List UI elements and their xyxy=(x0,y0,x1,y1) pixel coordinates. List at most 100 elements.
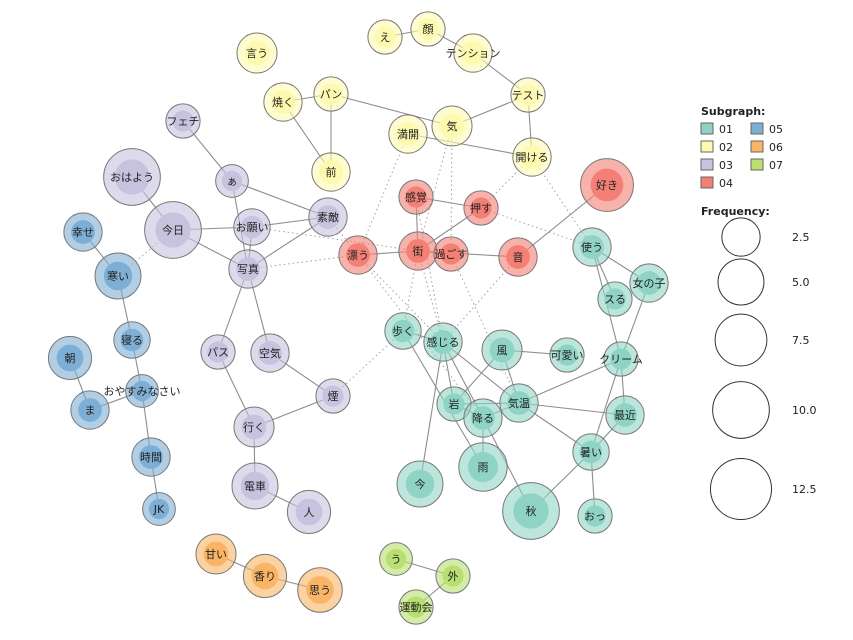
node-label: 写真 xyxy=(237,262,259,276)
node-hito[interactable]: 人 xyxy=(286,489,332,535)
node-kanjiru[interactable]: 感じる xyxy=(423,322,463,362)
node-label: 焼く xyxy=(272,96,294,109)
node-core xyxy=(148,498,170,520)
cross-edge-ki-sugosu xyxy=(450,125,453,255)
node-kawaii[interactable]: 可愛い xyxy=(549,337,585,373)
node-label: 行く xyxy=(243,421,265,434)
node-core xyxy=(391,319,415,343)
node-core xyxy=(580,235,604,259)
cross-edge-akeru-osu xyxy=(480,156,533,209)
node-aruku[interactable]: 歩く xyxy=(384,312,422,350)
node-oto[interactable]: 音 xyxy=(498,237,538,277)
node-tension[interactable]: テンション xyxy=(446,33,501,73)
node-pasu[interactable]: パス xyxy=(200,334,236,370)
node-core xyxy=(405,186,427,208)
node-fetish[interactable]: フェチ xyxy=(165,103,201,139)
node-a_small[interactable]: ぁ xyxy=(215,164,249,198)
node-core xyxy=(322,385,344,407)
node-ot[interactable]: おっ xyxy=(577,498,613,534)
node-label: 開ける xyxy=(516,151,549,164)
node-core xyxy=(131,380,153,402)
node-label: 時間 xyxy=(140,451,162,464)
node-yaku[interactable]: 焼く xyxy=(263,82,303,122)
node-label: 最近 xyxy=(614,409,636,422)
node-neru[interactable]: 寝る xyxy=(113,321,151,359)
node-asa[interactable]: 朝 xyxy=(47,335,93,381)
node-jk[interactable]: JK xyxy=(142,492,176,526)
node-akeru[interactable]: 開ける xyxy=(512,137,552,177)
node-label: う xyxy=(391,553,402,566)
node-cream[interactable]: クリーム xyxy=(599,341,643,377)
node-tsukau[interactable]: 使う xyxy=(572,227,612,267)
legend-frequency-3: 10.0 xyxy=(712,381,817,439)
node-core xyxy=(244,40,270,66)
node-atsui[interactable]: 暑い xyxy=(572,433,610,471)
node-label: 幸せ xyxy=(72,226,94,239)
node-pan[interactable]: パン xyxy=(313,76,349,112)
node-samui[interactable]: 寒い xyxy=(94,252,142,300)
node-label: 今 xyxy=(415,477,426,491)
node-u[interactable]: う xyxy=(379,542,413,576)
node-suteki[interactable]: 素敵 xyxy=(308,197,348,237)
node-core xyxy=(442,565,464,587)
node-kaze[interactable]: 風 xyxy=(481,329,523,371)
node-oyasumi[interactable]: おやすみなさい xyxy=(104,374,181,408)
node-label: 気 xyxy=(447,119,458,133)
node-core xyxy=(396,122,420,146)
node-onegai[interactable]: お願い xyxy=(233,208,271,246)
node-kankaku[interactable]: 感覚 xyxy=(398,179,434,215)
node-ame[interactable]: 雨 xyxy=(458,442,508,492)
node-ohayou[interactable]: おはよう xyxy=(103,148,161,206)
node-iwa[interactable]: 岩 xyxy=(436,386,472,422)
node-suki[interactable]: 好き xyxy=(580,158,634,212)
node-label: 街 xyxy=(413,244,424,258)
legend-size-circle xyxy=(714,313,768,367)
node-label: え xyxy=(380,31,391,44)
legend-frequency-label: 12.5 xyxy=(792,483,817,496)
node-ima[interactable]: 今 xyxy=(396,460,444,508)
node-ki[interactable]: 気 xyxy=(431,105,473,147)
legend-size-circle xyxy=(717,258,765,306)
node-kuuki[interactable]: 空気 xyxy=(250,333,290,373)
node-core xyxy=(520,145,544,169)
node-amai[interactable]: 甘い xyxy=(195,533,237,575)
node-test[interactable]: テスト xyxy=(510,77,546,113)
node-saikin[interactable]: 最近 xyxy=(605,395,645,435)
node-shiawase[interactable]: 幸せ xyxy=(63,212,103,252)
node-soto[interactable]: 外 xyxy=(435,558,471,594)
node-densha[interactable]: 電車 xyxy=(231,462,279,510)
edge-mankai-akeru xyxy=(407,133,533,158)
node-sugosu[interactable]: 過ごす xyxy=(433,236,469,272)
node-omou[interactable]: 思う xyxy=(297,567,343,613)
node-label: 歩く xyxy=(392,324,414,338)
node-osu[interactable]: 押す xyxy=(463,190,499,226)
node-tadayou[interactable]: 漂う xyxy=(338,235,378,275)
node-mankai[interactable]: 満開 xyxy=(388,114,428,154)
node-kyou[interactable]: 今日 xyxy=(144,201,202,259)
node-core xyxy=(236,257,260,281)
node-undoukai[interactable]: 運動会 xyxy=(398,589,434,625)
node-label: パス xyxy=(207,346,229,359)
node-furu[interactable]: 降る xyxy=(463,398,503,438)
cross-edge-kankaku-kanjiru xyxy=(415,196,444,343)
node-kaori[interactable]: 香り xyxy=(242,553,288,599)
node-e[interactable]: え xyxy=(367,19,403,55)
node-onnanoko[interactable]: 女の子 xyxy=(629,263,669,303)
node-iku[interactable]: 行く xyxy=(233,406,275,448)
node-label: 煙 xyxy=(328,390,339,403)
node-suru[interactable]: スる xyxy=(597,281,633,317)
legend-frequency-2: 7.5 xyxy=(714,313,810,367)
node-jikan[interactable]: 時間 xyxy=(131,437,171,477)
node-aki[interactable]: 秋 xyxy=(502,482,560,540)
node-iu[interactable]: 言う xyxy=(236,32,278,74)
node-mae[interactable]: 前 xyxy=(311,152,351,192)
node-kao[interactable]: 顔 xyxy=(410,11,446,47)
node-kion[interactable]: 気温 xyxy=(499,383,539,423)
node-shashin[interactable]: 写真 xyxy=(228,249,268,289)
node-label: 寝る xyxy=(121,333,143,347)
node-label: フェチ xyxy=(167,115,200,128)
node-core xyxy=(78,398,102,422)
node-ma[interactable]: ま xyxy=(70,390,110,430)
node-kemuri[interactable]: 煙 xyxy=(315,378,351,414)
node-machi[interactable]: 街 xyxy=(398,231,438,271)
